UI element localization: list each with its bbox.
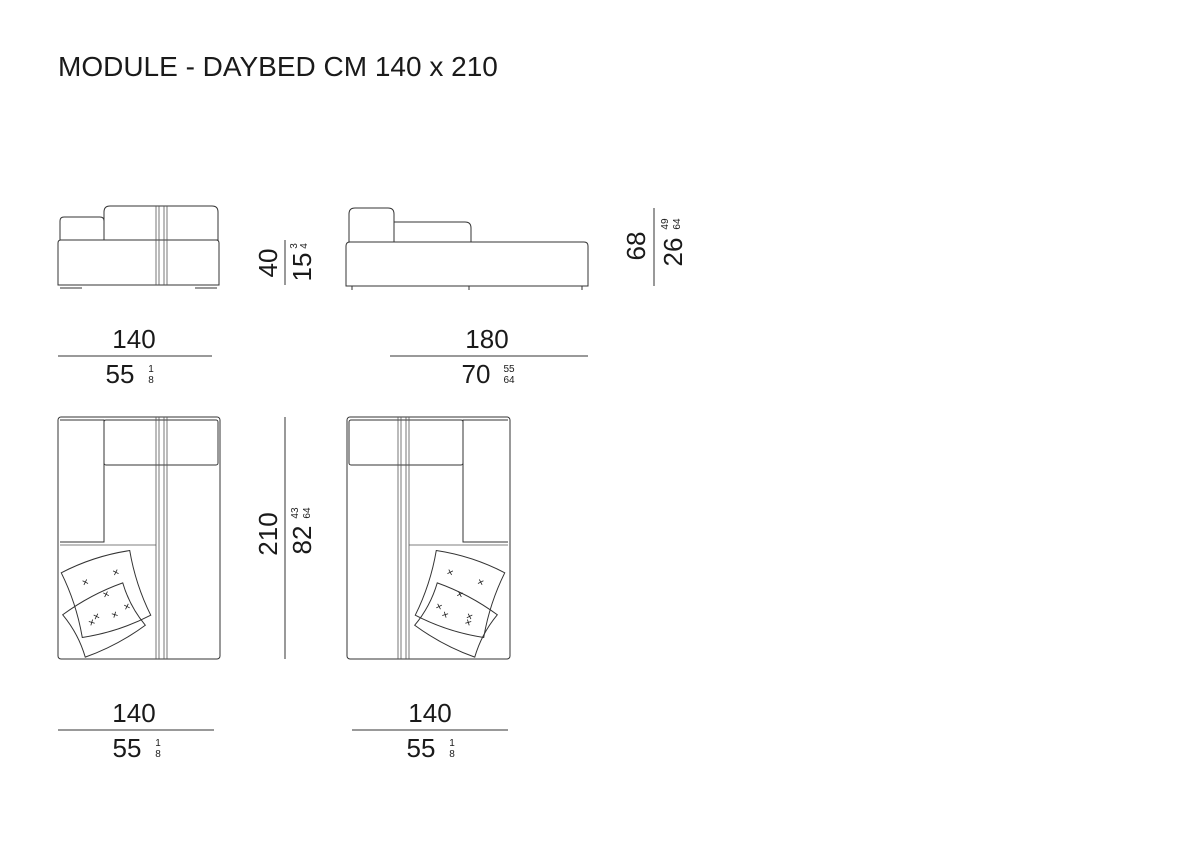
svg-text:×: × [434, 600, 444, 613]
plan-right-width-dimension: 140 55 1 8 [352, 698, 508, 763]
svg-text:×: × [439, 608, 450, 622]
svg-text:×: × [476, 576, 486, 589]
seat-height-cm: 40 [253, 249, 283, 278]
seat-height-fraction-den: 4 [299, 243, 310, 249]
total-height-dimension: 68 26 49 64 [621, 208, 688, 286]
side-length-cm: 180 [465, 324, 508, 354]
plan-left-width-dimension: 140 55 1 8 [58, 698, 214, 763]
plan-right-width-fraction-num: 1 [449, 738, 455, 749]
seat-height-dimension: 40 15 3 4 [253, 240, 317, 285]
cushion-pair-left: × × × × × × × [60, 549, 152, 658]
plan-depth-inch: 82 [287, 526, 317, 555]
side-elevation-drawing [345, 207, 589, 290]
plan-left-width-cm: 140 [112, 698, 155, 728]
svg-text:×: × [81, 576, 91, 589]
plan-depth-fraction-den: 64 [302, 507, 313, 519]
plan-view-right-drawing: × × × × × × × [346, 416, 511, 660]
plan-view-left-drawing: × × × × × × × [57, 416, 221, 660]
svg-text:×: × [86, 616, 97, 630]
front-width-cm: 140 [112, 324, 155, 354]
front-width-dimension: 140 55 1 8 [58, 324, 212, 389]
cushion-pair-right: × × × × × × × [413, 549, 506, 658]
front-width-inch: 55 [106, 359, 135, 389]
plan-left-width-fraction-num: 1 [155, 738, 161, 749]
side-length-fraction-num: 55 [503, 364, 515, 375]
svg-text:×: × [109, 608, 120, 622]
page-title: MODULE - DAYBED CM 140 x 210 [58, 51, 498, 82]
svg-text:×: × [464, 610, 474, 623]
svg-text:×: × [445, 566, 455, 579]
plan-right-width-cm: 140 [408, 698, 451, 728]
front-width-fraction-den: 8 [148, 375, 154, 386]
svg-text:×: × [462, 616, 473, 630]
front-elevation-drawing [57, 205, 220, 289]
total-height-fraction-num: 49 [660, 218, 671, 230]
plan-depth-cm: 210 [253, 512, 283, 555]
svg-text:×: × [455, 588, 465, 601]
seat-height-inch: 15 [287, 253, 317, 282]
side-length-dimension: 180 70 55 64 [390, 324, 588, 389]
front-width-fraction-num: 1 [148, 364, 154, 375]
plan-left-width-fraction-den: 8 [155, 749, 161, 760]
plan-right-width-inch: 55 [407, 733, 436, 763]
total-height-inch: 26 [658, 238, 688, 267]
plan-depth-fraction-num: 43 [290, 507, 301, 519]
plan-left-width-inch: 55 [113, 733, 142, 763]
total-height-fraction-den: 64 [672, 218, 683, 230]
svg-text:×: × [92, 610, 102, 623]
total-height-cm: 68 [621, 232, 651, 261]
svg-text:×: × [111, 566, 121, 579]
side-length-fraction-den: 64 [503, 375, 515, 386]
side-length-inch: 70 [462, 359, 491, 389]
seat-height-fraction-num: 3 [289, 243, 300, 249]
svg-text:×: × [122, 600, 132, 613]
plan-depth-dimension: 210 82 43 64 [253, 417, 317, 659]
svg-text:×: × [101, 588, 111, 601]
plan-right-width-fraction-den: 8 [449, 749, 455, 760]
